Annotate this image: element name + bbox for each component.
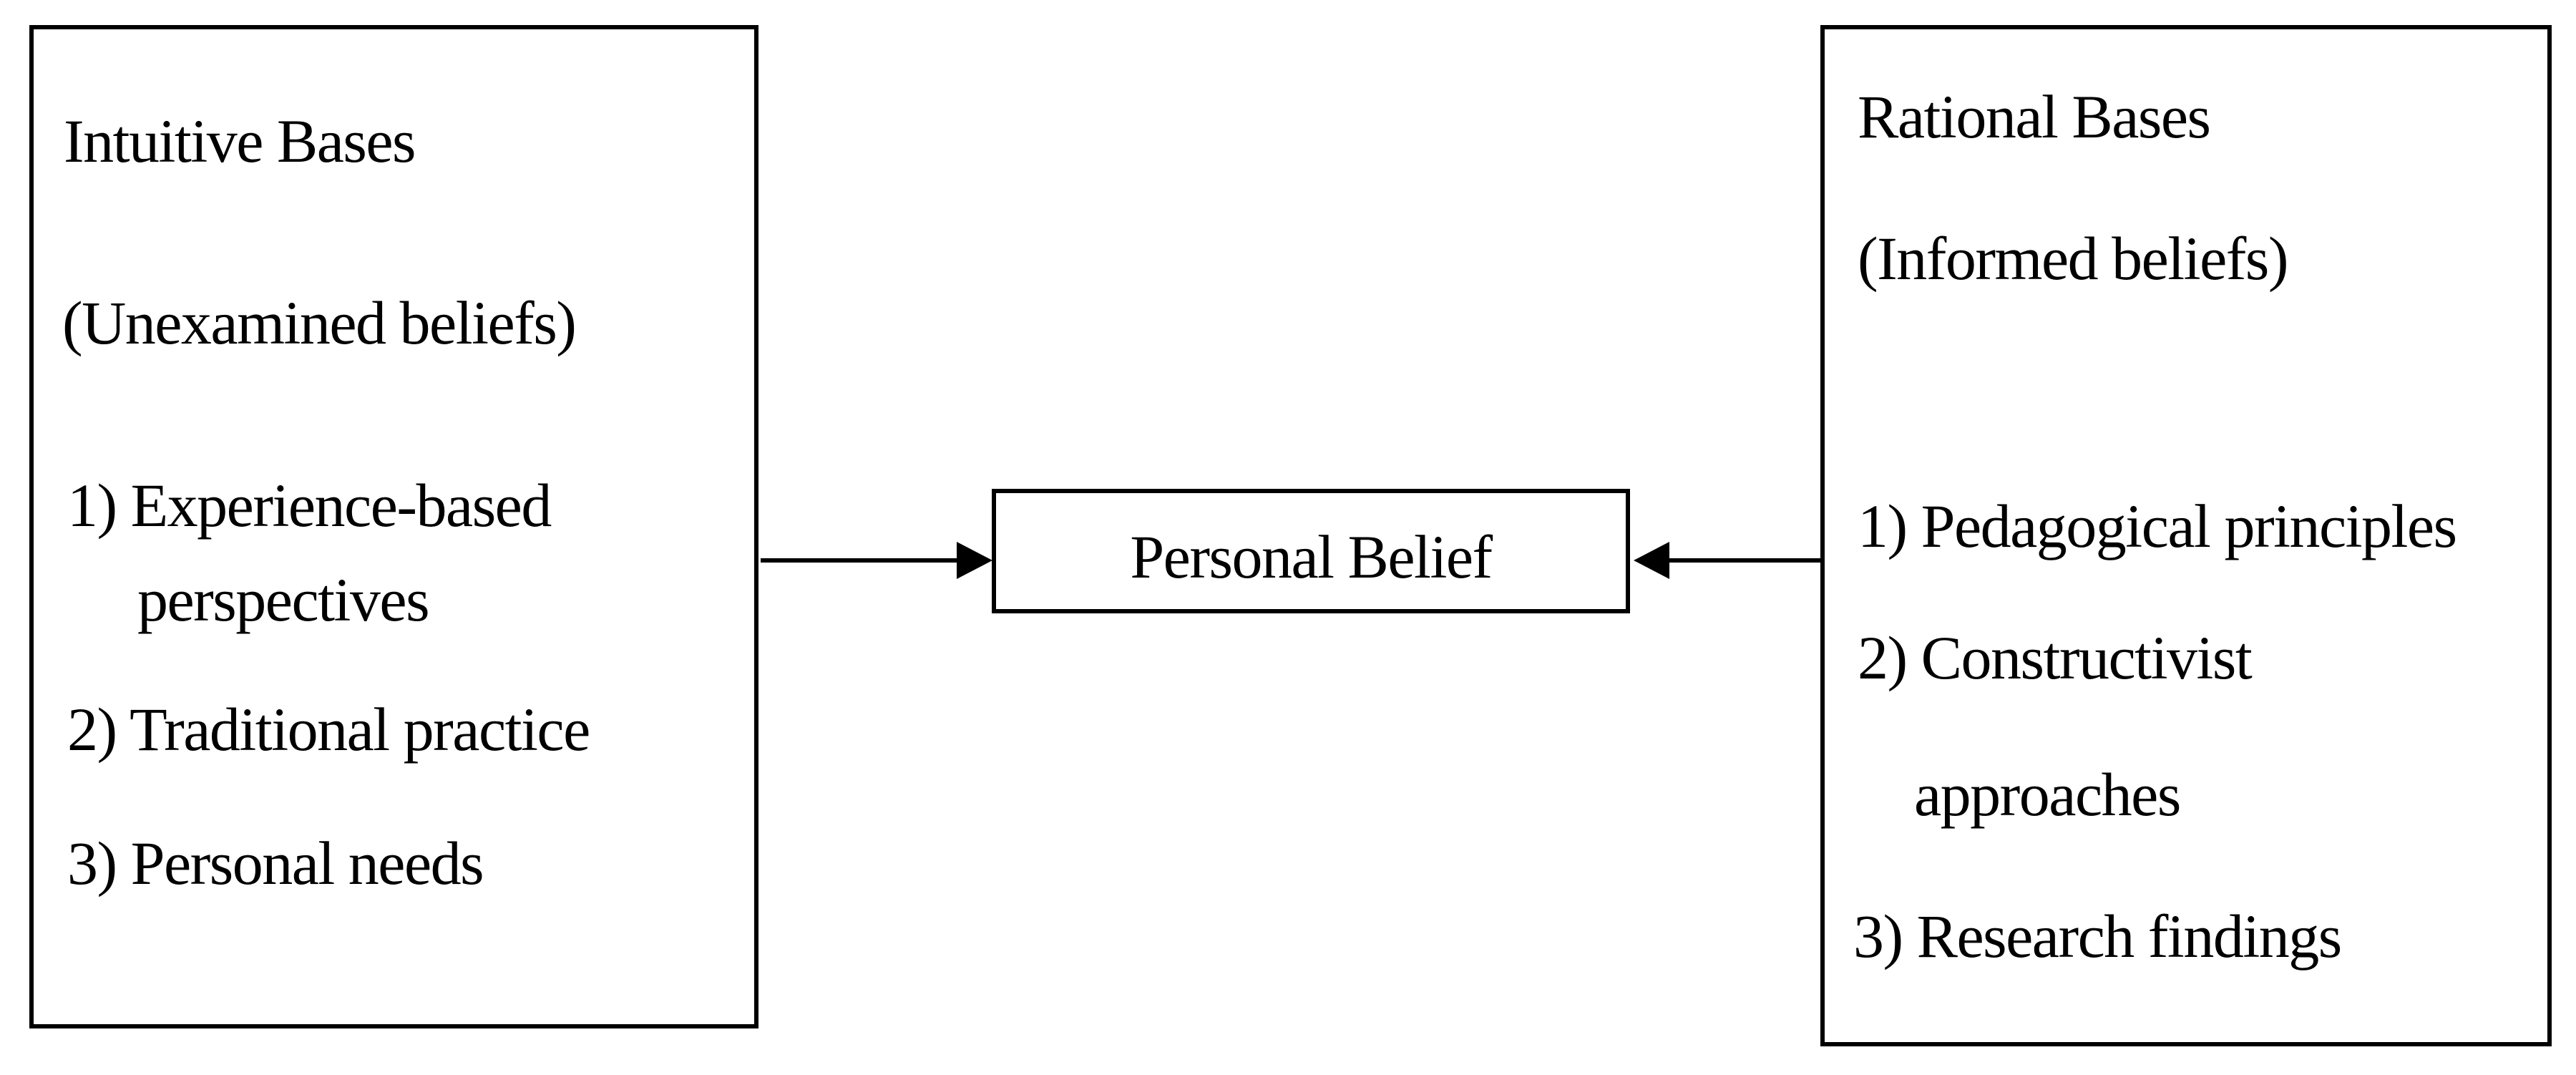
rational-item-2: 2) Constructivist (1858, 623, 2253, 692)
rational-bases-box (1820, 25, 2552, 1046)
intuitive-item-2: 2) Traditional practice (67, 695, 590, 764)
intuitive-item-3: 3) Personal needs (67, 829, 484, 898)
rational-bases-title: Rational Bases (1858, 82, 2211, 151)
intuitive-item-1-wrap: perspectives (137, 565, 430, 634)
intuitive-arrowhead-icon (957, 542, 992, 579)
rational-arrow-shaft (1669, 558, 1820, 563)
informed-beliefs-subtitle: (Informed beliefs) (1858, 224, 2289, 293)
rational-item-3: 3) Research findings (1853, 902, 2342, 971)
personal-belief-label: Personal Belief (1130, 522, 1493, 591)
unexamined-beliefs-subtitle: (Unexamined beliefs) (62, 288, 577, 357)
rational-item-1: 1) Pedagogical principles (1858, 492, 2457, 560)
personal-belief-box (992, 489, 1630, 613)
rational-item-2-wrap: approaches (1914, 760, 2181, 829)
rational-arrowhead-icon (1634, 542, 1669, 579)
intuitive-arrow-shaft (761, 558, 961, 563)
intuitive-item-1: 1) Experience-based (67, 471, 552, 540)
intuitive-bases-box (29, 25, 758, 1028)
intuitive-bases-title: Intuitive Bases (64, 107, 416, 175)
